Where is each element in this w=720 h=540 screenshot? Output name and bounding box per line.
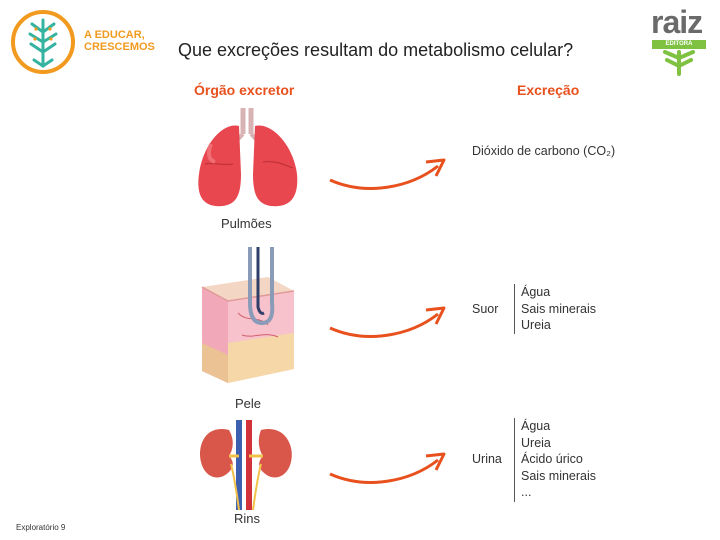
list-item: Ácido úrico	[521, 451, 596, 468]
list-item: ...	[521, 484, 596, 501]
organ-label-lungs: Pulmões	[221, 216, 272, 231]
excretion-skin: Suor	[472, 302, 498, 316]
bracket-divider	[514, 418, 515, 502]
publisher-sub: EDITORA	[652, 40, 706, 49]
excretion-lungs: Dióxido de carbono (CO₂)	[472, 144, 615, 158]
lungs-image	[193, 104, 301, 216]
brand-text: A EDUCAR, CRESCEMOS	[84, 29, 155, 53]
list-item: Sais minerais	[521, 301, 596, 318]
kidneys-image	[195, 420, 299, 510]
skin-image	[198, 243, 298, 393]
organ-label-kidneys: Rins	[234, 511, 260, 526]
list-item: Ureia	[521, 317, 596, 334]
brand-line-2: CRESCEMOS	[84, 41, 155, 53]
brand-line-1: A EDUCAR,	[84, 29, 155, 41]
column-header-organ: Órgão excretor	[194, 82, 294, 98]
organ-label-skin: Pele	[235, 396, 261, 411]
arrow-icon	[326, 156, 450, 192]
page-title: Que excreções resultam do metabolismo ce…	[178, 40, 573, 61]
list-item: Ureia	[521, 435, 596, 452]
arrow-icon	[326, 450, 450, 486]
publisher-logo-text: raiz	[651, 4, 702, 41]
list-item: Sais minerais	[521, 468, 596, 485]
bracket-divider	[514, 284, 515, 334]
excretion-kidneys-list: Água Ureia Ácido úrico Sais minerais ...	[521, 418, 596, 501]
excretion-skin-list: Água Sais minerais Ureia	[521, 284, 596, 334]
column-header-excretion: Excreção	[517, 82, 579, 98]
excretion-kidneys: Urina	[472, 452, 502, 466]
list-item: Água	[521, 418, 596, 435]
arrow-icon	[326, 304, 450, 340]
footer-text: Exploratório 9	[16, 523, 65, 532]
raiz-arrow-icon	[657, 50, 701, 76]
list-item: Água	[521, 284, 596, 301]
